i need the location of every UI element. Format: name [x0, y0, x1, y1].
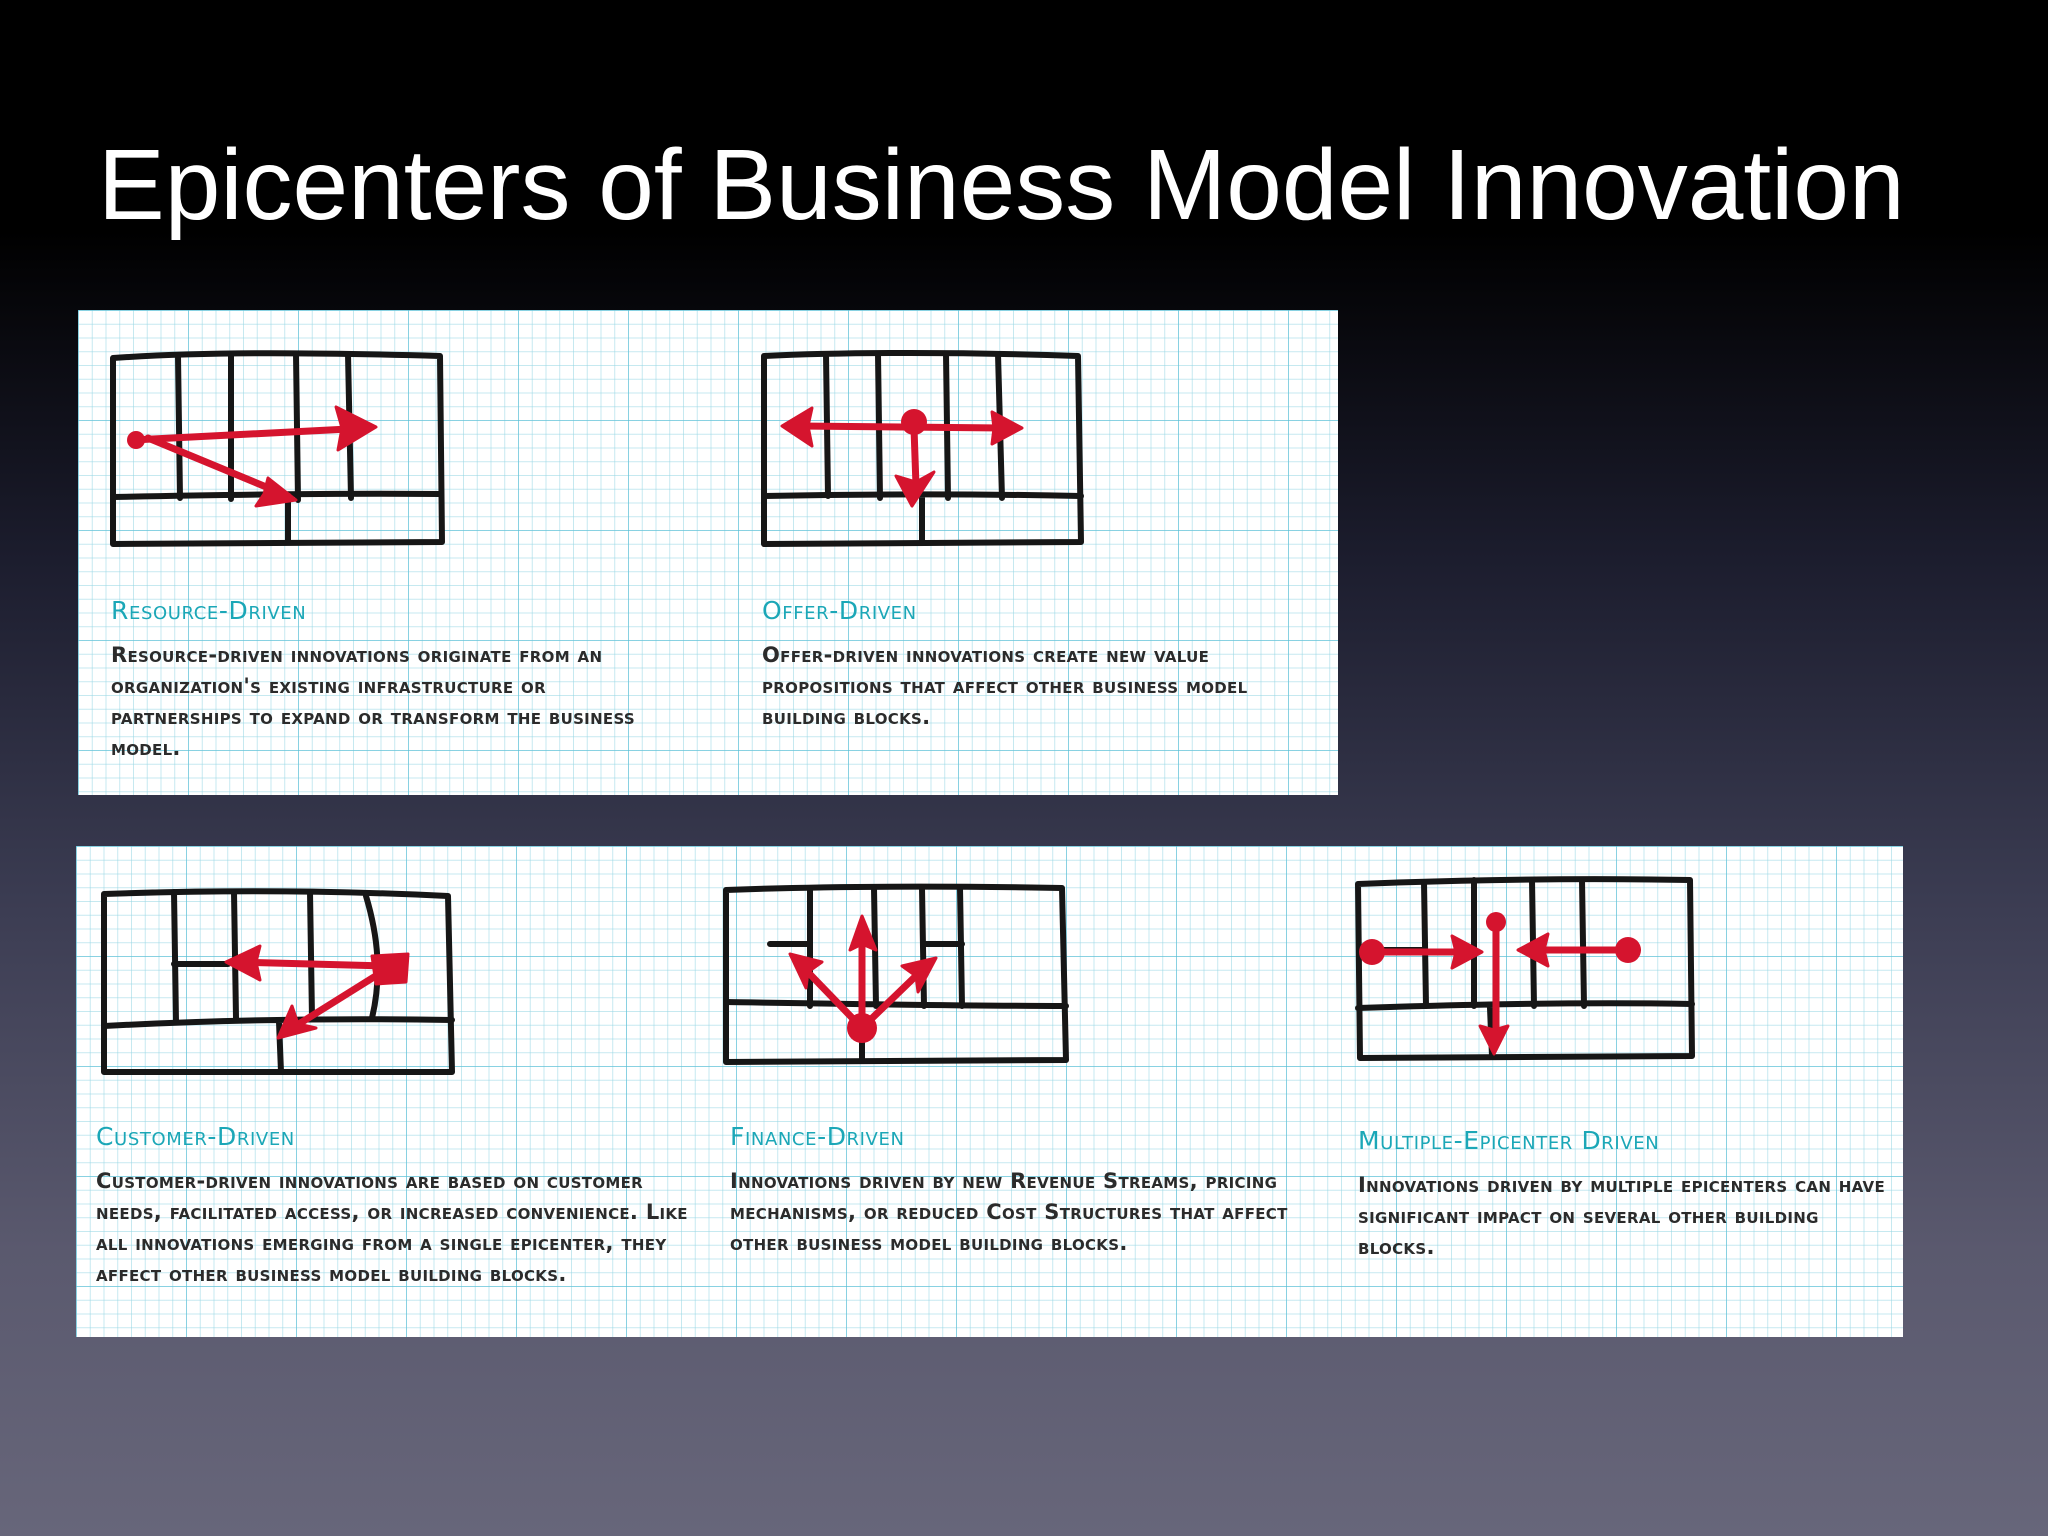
offer-driven-title: Offer-Driven: [762, 596, 917, 625]
epicenter-customer-driven: Customer-Driven Customer-driven innovati…: [76, 846, 706, 1337]
slide-title: Epicenters of Business Model Innovation: [98, 129, 1905, 241]
finance-driven-description: Innovations driven by new Revenue Stream…: [730, 1169, 1288, 1255]
multiple-epicenter-driven-canvas-sketch: [1355, 876, 1695, 1061]
offer-driven-description: Offer-driven innovations create new valu…: [762, 643, 1248, 729]
epicenter-offer-driven: Offer-Driven Offer-driven innovations cr…: [726, 310, 1338, 795]
resource-driven-description: Resource-driven innovations originate fr…: [111, 643, 635, 760]
epicenter-finance-driven: Finance-Driven Innovations driven by new…: [710, 846, 1330, 1337]
customer-driven-title: Customer-Driven: [96, 1122, 295, 1151]
finance-driven-canvas-sketch: [723, 883, 1069, 1065]
epicenter-resource-driven: Resource-Driven Resource-driven innovati…: [78, 310, 698, 795]
offer-driven-canvas-sketch: [761, 350, 1084, 547]
finance-driven-title: Finance-Driven: [730, 1122, 905, 1151]
resource-driven-canvas-sketch: [110, 350, 445, 547]
multiple-epicenter-driven-description: Innovations driven by multiple epicenter…: [1358, 1173, 1885, 1259]
customer-driven-description: Customer-driven innovations are based on…: [96, 1169, 688, 1286]
customer-driven-canvas-sketch: [101, 888, 455, 1075]
resource-driven-title: Resource-Driven: [111, 596, 307, 625]
multiple-epicenter-driven-title: Multiple-Epicenter Driven: [1358, 1126, 1660, 1155]
epicenter-multiple-epicenter-driven: Multiple-Epicenter Driven Innovations dr…: [1338, 846, 1903, 1337]
bottom-grid-panel: Customer-Driven Customer-driven innovati…: [76, 846, 1903, 1337]
top-grid-panel: Resource-Driven Resource-driven innovati…: [78, 310, 1338, 795]
